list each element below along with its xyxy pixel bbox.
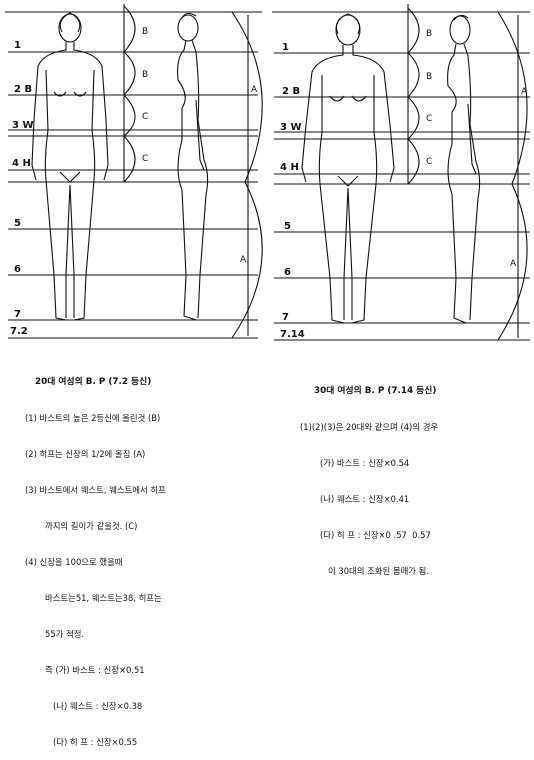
right-a-arcs	[498, 12, 527, 340]
left-level-label-1: 1	[14, 40, 21, 51]
left-arc-label-a1: A	[251, 85, 258, 95]
right-level-labels: 1 2 B 3 W 4 H 5 6 7 7.14	[280, 42, 305, 340]
left-caption-line: 55가 적정.	[25, 628, 166, 640]
right-caption-line: 이 30대의 조화된 몸매가 됨.	[300, 565, 438, 577]
left-caption-title: 20대 여성의 B. P (7.2 등신)	[25, 376, 166, 388]
right-arc-label-a1: A	[521, 87, 528, 97]
right-caption-line: (가) 바스트 : 신장×0.54	[300, 457, 438, 469]
left-level-label-4: 4 H	[12, 158, 31, 169]
left-caption-line: (2) 히프는 신장의 1/2에 올짐 (A)	[25, 448, 166, 460]
left-level-label-2: 2 B	[14, 84, 32, 95]
right-arc-label-b1: B	[426, 29, 432, 39]
left-arc-label-c1: C	[142, 112, 148, 122]
right-scallop-bracket	[408, 4, 419, 184]
left-caption: 20대 여성의 B. P (7.2 등신) (1) 바스트의 높은 2등신에 올…	[25, 352, 166, 760]
right-arc-label-c1: C	[426, 114, 432, 124]
right-caption: 30대 여성의 B. P (7.14 등신) (1)(2)(3)은 20대와 같…	[300, 361, 438, 589]
left-arc-label-b1: B	[142, 27, 148, 37]
right-arc-label-b2: B	[426, 72, 432, 82]
right-level-label-3: 3 W	[280, 122, 301, 133]
right-level-label-1: 1	[282, 42, 289, 53]
left-caption-line: (4) 신장을 100으로 했을때	[25, 556, 166, 568]
left-caption-line: (3) 바스트에서 웨스트, 웨스트에서 히프	[25, 484, 166, 496]
body-proportion-figure: 1 2 B 3 W 4 H 5 6 7 7.2 B B C C A A 1 2 …	[0, 0, 534, 352]
right-caption-line: (다) 히 프 : 신장×0 .57 0.57	[300, 529, 438, 541]
left-level-lines	[5, 12, 262, 338]
left-level-label-7: 7	[14, 309, 21, 320]
right-side-figure	[448, 15, 480, 323]
right-level-label-7: 7	[282, 312, 289, 323]
right-caption-title: 30대 여성의 B. P (7.14 등신)	[300, 385, 438, 397]
right-arc-labels: B B C C A A	[426, 29, 528, 269]
left-arc-label-c2: C	[142, 154, 148, 164]
right-level-lines	[272, 12, 530, 340]
left-level-label-8: 7.2	[10, 326, 28, 337]
right-front-figure	[302, 14, 394, 323]
left-level-label-5: 5	[14, 218, 21, 229]
left-caption-line: (1) 바스트의 높은 2등신에 올린것 (B)	[25, 412, 166, 424]
left-a-arcs	[232, 12, 262, 338]
right-arc-label-a2: A	[510, 259, 517, 269]
right-arc-label-c2: C	[426, 157, 432, 167]
left-caption-line: 까지의 길이가 같을것. (C)	[25, 520, 166, 532]
right-level-label-5: 5	[284, 221, 291, 232]
left-level-labels: 1 2 B 3 W 4 H 5 6 7 7.2	[10, 40, 33, 337]
left-caption-line: 바스트는51, 웨스트는38, 히프는	[25, 592, 166, 604]
left-caption-line: (다) 히 프 : 신장×0.55	[25, 736, 166, 748]
left-level-label-3: 3 W	[12, 120, 33, 131]
left-arc-label-b2: B	[142, 70, 148, 80]
right-level-label-8: 7.14	[280, 329, 305, 340]
left-side-figure	[178, 13, 208, 320]
right-caption-line: (나) 웨스트 : 신장×0.41	[300, 493, 438, 505]
right-level-label-6: 6	[284, 267, 291, 278]
left-front-figure	[32, 13, 108, 320]
right-caption-line: (1)(2)(3)은 20대와 같으며 (4)의 경우	[300, 421, 438, 433]
left-caption-line: (나) 웨스트 : 신장×0.38	[25, 700, 166, 712]
left-caption-line: 즉 (가) 바스트 : 신장×0.51	[25, 664, 166, 676]
left-arc-label-a2: A	[240, 255, 247, 265]
right-level-label-4: 4 H	[280, 162, 299, 173]
right-level-label-2: 2 B	[282, 86, 300, 97]
left-scallop-bracket	[124, 4, 135, 182]
left-level-label-6: 6	[14, 264, 21, 275]
